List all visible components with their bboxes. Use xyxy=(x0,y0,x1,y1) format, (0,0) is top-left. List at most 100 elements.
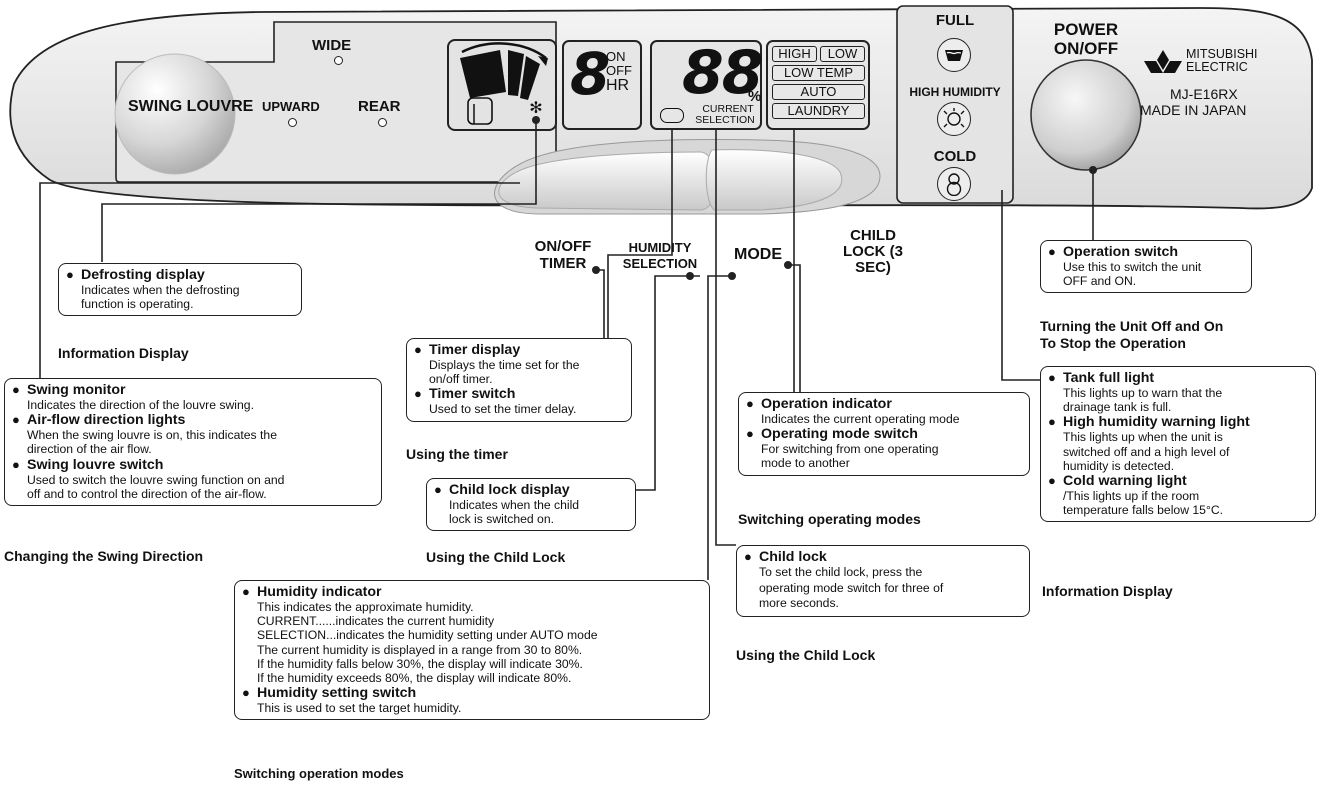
defrosting-desc-2: function is operating. xyxy=(81,297,194,312)
timer-on-label: ON xyxy=(606,49,626,64)
swing-monitor-fan-icon xyxy=(460,50,540,100)
model-number: MJ-E16RX xyxy=(1170,86,1238,102)
mode-button[interactable]: MODE xyxy=(734,246,782,263)
timer-switch-title: Timer switch xyxy=(414,386,625,402)
callout-child-lock-display: Child lock display Indicates when the ch… xyxy=(426,478,636,532)
humidity-selection-label: HUMIDITY SELECTION xyxy=(622,240,698,271)
high-humidity-desc-2: switched off and a high level of xyxy=(1063,444,1230,459)
timer-switch-desc: Used to set the timer delay. xyxy=(429,402,577,417)
defrosting-desc-1: Indicates when the defrosting xyxy=(81,283,240,297)
full-label: FULL xyxy=(935,12,975,29)
caption-switching-operating-modes: Switching operating modes xyxy=(738,511,921,527)
humidity-desc-6: If the humidity exceeds 80%, the display… xyxy=(257,671,572,686)
operation-indicator: HIGH LOW LOW TEMP AUTO LAUNDRY xyxy=(766,40,870,130)
selection-label: SELECTION xyxy=(695,114,755,126)
tank-full-desc-1: This lights up to warn that the xyxy=(1063,386,1223,400)
tank-full-title: Tank full light xyxy=(1048,370,1309,386)
timer-display-desc-1: Displays the time set for the xyxy=(429,358,580,372)
brand-line-2: ELECTRIC xyxy=(1186,60,1248,74)
humidity-indicator-title: Humidity indicator xyxy=(242,584,703,600)
caption-using-child-lock-2: Using the Child Lock xyxy=(736,647,876,663)
timer-display-title: Timer display xyxy=(414,342,625,358)
cold-warning-desc-1: /This lights up if the room xyxy=(1063,489,1200,504)
swing-louvre-label: SWING LOUVRE xyxy=(128,98,254,115)
swing-monitor-desc: Indicates the direction of the louvre sw… xyxy=(27,398,254,412)
operation-switch-desc-1: Use this to switch the unit xyxy=(1063,260,1202,274)
child-lock-desc-1: To set the child lock, press the xyxy=(759,565,923,579)
caption-switching-operation-modes: Switching operation modes xyxy=(234,766,404,781)
timer-display: 8 ON OFF HR xyxy=(562,40,642,130)
wide-light-label: WIDE xyxy=(312,37,352,54)
mode-low-temp: LOW TEMP xyxy=(772,65,865,81)
wide-light xyxy=(334,56,343,65)
operation-indicator-desc: Indicates the current operating mode xyxy=(761,412,960,426)
humidity-desc-2: CURRENT......indicates the current humid… xyxy=(257,614,495,629)
high-humidity-label: HIGH HUMIDITY xyxy=(909,85,1001,99)
cold-snowman-icon xyxy=(937,167,971,201)
callout-defrosting: Defrosting display Indicates when the de… xyxy=(58,263,302,317)
high-humidity-desc-1: This lights up when the unit is xyxy=(1063,430,1223,445)
callout-swing: Swing monitor Indicates the direction of… xyxy=(4,378,382,507)
brand-name: MITSUBISHI ELECTRIC xyxy=(1186,48,1258,74)
cold-label: COLD xyxy=(933,148,977,165)
airflow-lights-title: Air-flow direction lights xyxy=(12,412,375,428)
child-lock-display-title: Child lock display xyxy=(434,482,629,498)
callout-child-lock: Child lock To set the child lock, press … xyxy=(736,545,1030,617)
caption-using-timer: Using the timer xyxy=(406,446,508,462)
upward-light xyxy=(288,118,297,127)
defrosting-title: Defrosting display xyxy=(66,267,295,283)
humidity-switch-desc: This is used to set the target humidity. xyxy=(257,701,462,716)
power-on-off-button[interactable] xyxy=(1032,62,1140,170)
swing-louvre-button[interactable]: SWING LOUVRE xyxy=(128,98,253,116)
upward-light-label: UPWARD xyxy=(262,99,320,114)
humidity-display: 88 % CURRENT SELECTION xyxy=(650,38,763,130)
caption-information-display-left: Information Display xyxy=(58,345,189,361)
child-lock-display-desc-1: Indicates when the child xyxy=(449,498,580,512)
swing-switch-desc-1: Used to switch the louvre swing function… xyxy=(27,472,285,487)
airflow-lights-desc-2: direction of the air flow. xyxy=(27,442,152,457)
humidity-selection-button[interactable]: HUMIDITY SELECTION xyxy=(618,240,702,272)
humidity-desc-5: If the humidity falls below 30%, the dis… xyxy=(257,656,583,671)
tank-full-icon xyxy=(937,38,971,72)
swing-switch-desc-2: off and to control the direction of the … xyxy=(27,486,267,501)
timer-off-label: OFF xyxy=(606,63,632,78)
operation-switch-title: Operation switch xyxy=(1048,244,1245,260)
caption-using-child-lock-1: Using the Child Lock xyxy=(426,549,566,565)
mode-auto: AUTO xyxy=(772,84,865,100)
humidity-desc-4: The current humidity is displayed in a r… xyxy=(257,642,583,657)
mode-switch-desc-2: mode to another xyxy=(761,456,850,471)
humidity-switch-title: Humidity setting switch xyxy=(242,685,703,701)
high-humidity-title: High humidity warning light xyxy=(1048,414,1309,430)
caption-stop-operation: To Stop the Operation xyxy=(1040,335,1186,351)
callout-power: Operation switch Use this to switch the … xyxy=(1040,240,1252,294)
brand-line-1: MITSUBISHI xyxy=(1186,47,1258,61)
caption-turning-unit-off-on: Turning the Unit Off and On xyxy=(1040,318,1224,334)
child-lock-title: Child lock xyxy=(744,549,1023,565)
caption-swing-direction: Changing the Swing Direction xyxy=(4,548,204,564)
percent-sign: % xyxy=(748,88,762,105)
airflow-lights-desc-1: When the swing louvre is on, this indica… xyxy=(27,428,277,443)
swing-monitor-title: Swing monitor xyxy=(12,382,375,398)
high-humidity-icon xyxy=(937,102,971,136)
operation-switch-desc-2: OFF and ON. xyxy=(1063,274,1137,289)
child-lock-label: CHILD LOCK (3 SEC) xyxy=(843,227,903,276)
callout-operation: Operation indicator Indicates the curren… xyxy=(738,392,1030,476)
child-lock-desc-2: operating mode switch for three of xyxy=(759,580,944,595)
callout-timer: Timer display Displays the time set for … xyxy=(406,338,632,422)
caption-information-display-right: Information Display xyxy=(1042,583,1173,599)
operation-indicator-title: Operation indicator xyxy=(746,396,1023,412)
mode-low: LOW xyxy=(820,46,865,62)
mode-label: MODE xyxy=(734,246,782,263)
child-lock-desc-3: more seconds. xyxy=(759,596,839,610)
high-humidity-desc-3: humidity is detected. xyxy=(1063,458,1175,473)
cold-warning-desc-2: temperature falls below 15°C. xyxy=(1063,503,1224,518)
timer-display-desc-2: on/off timer. xyxy=(429,372,493,387)
on-off-timer-button[interactable]: ON/OFF TIMER xyxy=(524,238,602,272)
defrost-snowflake-icon: ✻ xyxy=(529,98,542,117)
mitsubishi-logo-icon xyxy=(1144,50,1182,73)
cold-warning-title: Cold warning light xyxy=(1048,473,1309,489)
child-lock-key-icon xyxy=(660,108,684,123)
mode-switch-desc-1: For switching from one operating xyxy=(761,442,939,457)
made-in-label: MADE IN JAPAN xyxy=(1140,102,1247,118)
mode-laundry: LAUNDRY xyxy=(772,103,865,119)
